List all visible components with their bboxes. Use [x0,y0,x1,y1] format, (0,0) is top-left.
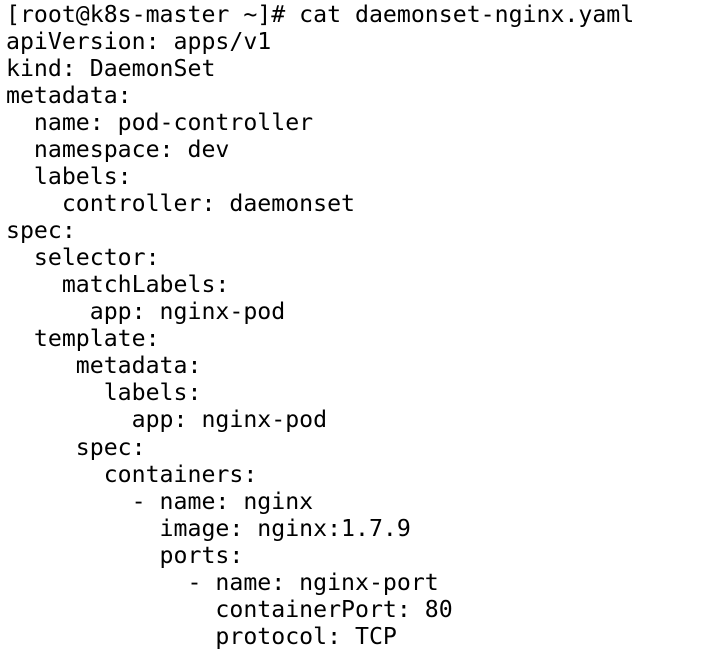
output-line: selector: [6,244,160,272]
shell-command: cat daemonset-nginx.yaml [299,1,635,28]
output-line: metadata: [6,82,132,110]
output-line: labels: [6,163,132,191]
output-line: namespace: dev [6,136,230,164]
output-line: metadata: [6,352,202,380]
output-line: matchLabels: [6,271,230,299]
terminal-window[interactable]: [root@k8s-master ~]# cat daemonset-nginx… [6,1,711,650]
shell-prompt: [root@k8s-master ~]# [6,1,300,28]
output-line: - name: nginx-port [6,568,439,596]
output-line: spec: [6,433,146,461]
output-line: kind: DaemonSet [6,55,216,83]
output-line: spec: [6,217,76,245]
output-line: image: nginx:1.7.9 [6,514,411,542]
output-line: template: [6,325,160,353]
output-line: ports: [6,541,244,569]
output-line: protocol: TCP [6,622,397,650]
output-line: name: pod-controller [6,109,314,137]
output-line: app: nginx-pod [6,406,328,434]
prompt-line: [root@k8s-master ~]# cat daemonset-nginx… [6,1,711,28]
output-line: apiVersion: apps/v1 [6,28,272,56]
output-line: controller: daemonset [6,190,356,218]
output-line: - name: nginx [6,487,314,515]
output-line: labels: [6,379,202,407]
output-line: app: nginx-pod [6,298,286,326]
output-line: containers: [6,460,258,488]
output-line: containerPort: 80 [6,595,453,623]
